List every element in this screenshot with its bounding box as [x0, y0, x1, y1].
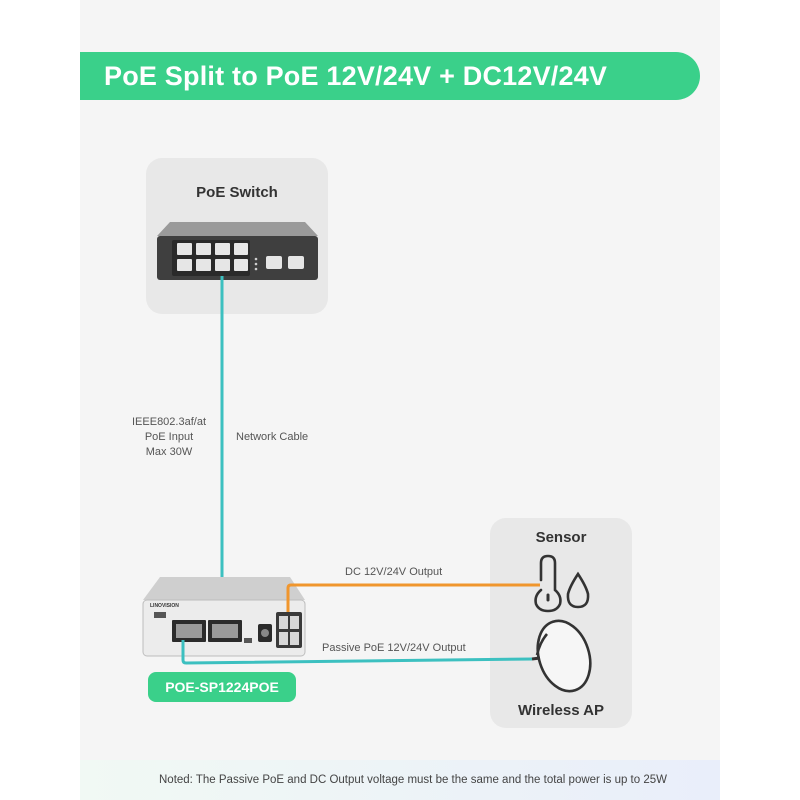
wireless-ap-label: Wireless AP — [517, 702, 604, 719]
poe-input-line3: Max 30W — [145, 446, 193, 458]
note-bar: Noted: The Passive PoE and DC Output vol… — [80, 760, 720, 800]
passive-poe-output-label: Passive PoE 12V/24V Output — [322, 642, 466, 654]
model-badge: POE-SP1224POE — [148, 672, 296, 702]
splitter-device — [142, 577, 306, 657]
poe-switch-device — [157, 222, 318, 280]
dc-output-label: DC 12V/24V Output — [345, 566, 443, 578]
poe-switch-title: PoE Switch — [196, 184, 278, 201]
bell-icon — [133, 771, 151, 789]
poe-input-line2: PoE Input — [144, 431, 194, 443]
network-cable-label: Network Cable — [236, 431, 309, 443]
title-banner: PoE Split to PoE 12V/24V + DC12V/24V — [80, 52, 700, 100]
passive-poe-cable — [181, 640, 533, 665]
dc-output-cable — [286, 583, 540, 612]
page-title: PoE Split to PoE 12V/24V + DC12V/24V — [104, 60, 608, 91]
note-text: Noted: The Passive PoE and DC Output vol… — [159, 774, 667, 786]
poe-input-line1: IEEE802.3af/at — [132, 416, 206, 428]
wireless-ap-icon — [531, 619, 592, 693]
poe-input-label: IEEE802.3af/at PoE Input Max 30W — [120, 415, 218, 460]
sensor-title: Sensor — [535, 529, 587, 546]
device-brand-label: LINOVISION — [150, 603, 179, 609]
thermometer-droplet-icon — [534, 554, 590, 613]
